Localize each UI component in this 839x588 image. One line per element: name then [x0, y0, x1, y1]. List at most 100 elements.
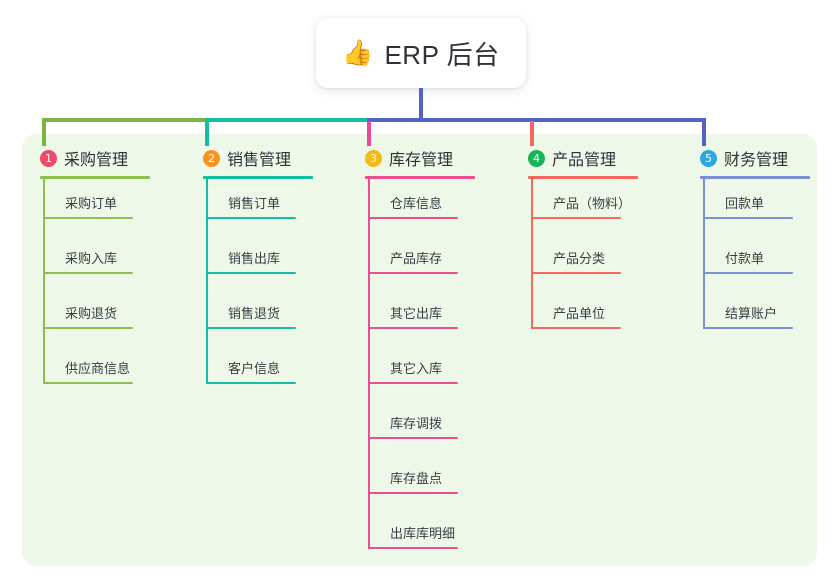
branch-item-rule: [43, 327, 133, 329]
branch-item-rule: [531, 272, 621, 274]
root-node-title: ERP 后台: [384, 39, 500, 70]
branch-item-rule: [206, 272, 296, 274]
branch-item-rule: [43, 217, 133, 219]
branch-number-badge: 2: [203, 149, 220, 167]
branch-item-list: 仓库信息产品库存其它出库其它入库库存调拨库存盘点出库库明细: [368, 179, 475, 564]
branch-item[interactable]: 产品分类: [531, 234, 638, 289]
branch-item-label: 采购入库: [65, 251, 118, 266]
branch-header-rule: [40, 176, 150, 179]
branch-item-rule: [368, 327, 458, 329]
branch-number-badge: 4: [528, 149, 545, 167]
branch-spine: [206, 179, 208, 384]
branch-item-rule: [206, 217, 296, 219]
branch-header-rule: [700, 176, 810, 179]
branch-item[interactable]: 库存盘点: [368, 454, 475, 509]
branch-item-rule: [531, 327, 621, 329]
branch-column-4: 4 产品管理产品（物料） 产品分类产品单位: [528, 146, 638, 344]
branch-item-label: 产品（物料）: [553, 196, 632, 211]
branch-item-label: 销售订单: [228, 196, 281, 211]
branch-item-label: 其它入库: [390, 361, 443, 376]
branch-header-2[interactable]: 2 销售管理: [203, 146, 313, 170]
branch-spine: [43, 179, 45, 384]
branch-item[interactable]: 其它出库: [368, 289, 475, 344]
branch-item-rule: [703, 327, 793, 329]
branch-item[interactable]: 供应商信息: [43, 344, 150, 399]
branch-item[interactable]: 结算账户: [703, 289, 810, 344]
root-stem: [419, 88, 423, 122]
branch-item-label: 客户信息: [228, 361, 281, 376]
branch-item-rule: [368, 492, 458, 494]
branch-title: 财务管理: [724, 152, 789, 169]
branch-item-label: 出库库明细: [390, 526, 456, 541]
branch-item-label: 回款单: [725, 196, 765, 211]
branch-item-label: 结算账户: [725, 306, 778, 321]
branch-item-rule: [703, 217, 793, 219]
branch-item-label: 其它出库: [390, 306, 443, 321]
branch-item[interactable]: 产品（物料）: [531, 179, 638, 234]
branch-title: 销售管理: [227, 152, 292, 169]
branch-header-4[interactable]: 4 产品管理: [528, 146, 638, 170]
column-drop-2: [205, 121, 209, 146]
thumbs-up-icon: 👍: [342, 38, 374, 67]
branch-item[interactable]: 产品单位: [531, 289, 638, 344]
branch-item-rule: [206, 382, 296, 384]
branch-item-label: 销售退货: [228, 306, 281, 321]
branch-item[interactable]: 仓库信息: [368, 179, 475, 234]
branch-item-label: 销售出库: [228, 251, 281, 266]
bus-segment-teal: [205, 118, 370, 122]
branch-item-rule: [368, 217, 458, 219]
branch-number-badge: 1: [40, 149, 57, 167]
branch-item-label: 仓库信息: [390, 196, 443, 211]
branch-item-rule: [43, 272, 133, 274]
branch-item-rule: [368, 547, 458, 549]
branch-title: 库存管理: [389, 152, 454, 169]
branch-header-rule: [203, 176, 313, 179]
branch-item-rule: [368, 272, 458, 274]
branch-item[interactable]: 销售出库: [206, 234, 313, 289]
branch-item-label: 产品分类: [553, 251, 606, 266]
branch-item-rule: [368, 382, 458, 384]
column-drop-5: [702, 121, 706, 146]
branch-header-5[interactable]: 5 财务管理: [700, 146, 810, 170]
branch-header-rule: [365, 176, 475, 179]
branch-item-rule: [206, 327, 296, 329]
branch-item[interactable]: 采购退货: [43, 289, 150, 344]
branch-header-rule: [528, 176, 638, 179]
branch-item[interactable]: 付款单: [703, 234, 810, 289]
branch-item-list: 产品（物料） 产品分类产品单位: [531, 179, 638, 344]
branches-panel: [22, 134, 817, 566]
branch-item-list: 销售订单销售出库销售退货客户信息: [206, 179, 313, 399]
branch-column-2: 2 销售管理销售订单销售出库销售退货客户信息: [203, 146, 313, 399]
branch-number-badge: 5: [700, 149, 717, 167]
branch-item[interactable]: 其它入库: [368, 344, 475, 399]
branch-item[interactable]: 出库库明细: [368, 509, 475, 564]
branch-item-label: 付款单: [725, 251, 765, 266]
branch-item-label: 库存盘点: [390, 471, 443, 486]
branch-spine: [703, 179, 705, 329]
branch-item[interactable]: 产品库存: [368, 234, 475, 289]
branch-item[interactable]: 库存调拨: [368, 399, 475, 454]
branch-item-label: 采购退货: [65, 306, 118, 321]
bus-segment-green: [42, 118, 208, 122]
branch-item[interactable]: 回款单: [703, 179, 810, 234]
branch-item-rule: [368, 437, 458, 439]
root-node[interactable]: 👍 ERP 后台: [316, 18, 526, 88]
branch-item-list: 回款单付款单结算账户: [703, 179, 810, 344]
branch-item-label: 采购订单: [65, 196, 118, 211]
branch-item[interactable]: 客户信息: [206, 344, 313, 399]
branch-item[interactable]: 销售退货: [206, 289, 313, 344]
bus-segment-blue: [367, 118, 706, 122]
branch-item[interactable]: 销售订单: [206, 179, 313, 234]
branch-item-rule: [531, 217, 621, 219]
branch-title: 产品管理: [552, 152, 617, 169]
branch-item-label: 产品单位: [553, 306, 606, 321]
branch-item[interactable]: 采购入库: [43, 234, 150, 289]
branch-item[interactable]: 采购订单: [43, 179, 150, 234]
column-drop-4: [530, 121, 534, 146]
branch-item-rule: [43, 382, 133, 384]
branch-item-label: 库存调拨: [390, 416, 443, 431]
